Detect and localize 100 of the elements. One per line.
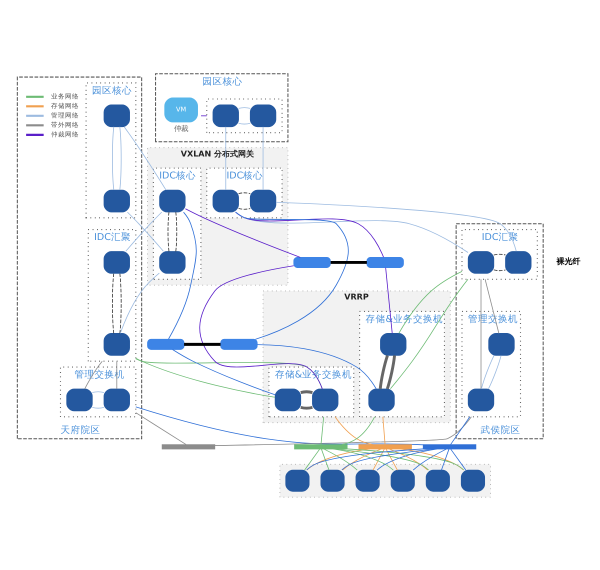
connector	[306, 448, 424, 470]
connector	[225, 126, 226, 190]
connector	[92, 390, 104, 392]
connector	[175, 211, 178, 252]
connector	[238, 106, 251, 108]
connector	[262, 126, 264, 190]
connector	[441, 448, 450, 470]
connector	[119, 126, 122, 190]
connector	[168, 211, 170, 252]
connector	[386, 354, 396, 389]
connector	[388, 448, 428, 470]
connector	[300, 390, 313, 394]
connector	[400, 448, 464, 470]
node-box	[104, 388, 130, 411]
node-box	[356, 469, 380, 492]
connector	[386, 448, 398, 470]
connector	[493, 253, 506, 255]
connector	[346, 448, 464, 470]
node-bar	[422, 444, 476, 449]
node-bar	[294, 444, 348, 449]
connector	[324, 448, 358, 470]
cluster: IDC核心	[206, 167, 283, 218]
connector	[276, 201, 517, 252]
node-label: 仲裁	[174, 124, 188, 133]
cluster: 园区核心	[86, 82, 136, 218]
connector	[135, 406, 424, 445]
connector	[372, 448, 385, 470]
node-box	[104, 189, 130, 212]
node-box	[460, 469, 486, 492]
connector	[124, 126, 166, 190]
node-box	[312, 388, 338, 411]
connector	[185, 208, 301, 258]
connector	[390, 278, 468, 389]
node-box	[104, 332, 130, 356]
node-box	[250, 104, 276, 127]
node-box	[488, 332, 515, 356]
node-box	[320, 469, 345, 492]
connector	[238, 208, 251, 210]
node-box	[426, 469, 450, 492]
connector	[238, 122, 251, 124]
node-box	[285, 469, 310, 492]
connector	[450, 416, 470, 444]
connector	[306, 448, 370, 470]
cluster	[279, 463, 491, 498]
connector	[238, 192, 251, 194]
node-box	[159, 250, 186, 274]
cluster: IDC汇聚	[461, 228, 538, 280]
node-box	[159, 189, 186, 212]
node-box	[212, 189, 239, 212]
connector	[135, 412, 187, 444]
connector	[481, 354, 494, 389]
connector	[321, 448, 330, 470]
connector	[135, 357, 276, 398]
node-box	[147, 338, 184, 350]
node-box	[468, 250, 494, 274]
node-box	[293, 256, 331, 268]
connector	[256, 344, 377, 389]
connector	[398, 270, 462, 334]
connector	[330, 260, 367, 264]
connector	[168, 211, 197, 339]
connector	[334, 416, 373, 444]
connector	[199, 264, 323, 389]
connector	[450, 448, 466, 470]
connector	[92, 406, 104, 408]
connector	[120, 272, 160, 334]
connector	[320, 416, 324, 444]
node-box	[220, 338, 258, 350]
connector	[378, 354, 389, 388]
cluster: IDC核心	[152, 167, 202, 280]
node-box	[390, 469, 415, 492]
connector	[385, 266, 393, 334]
connector	[480, 278, 482, 389]
connector	[488, 354, 502, 389]
node-box	[212, 104, 239, 127]
node-box	[66, 388, 93, 411]
node-box	[274, 388, 302, 411]
connector	[412, 448, 447, 470]
connector	[135, 358, 323, 389]
connector	[382, 416, 386, 444]
cluster: IDC汇聚	[88, 228, 136, 362]
connector	[304, 448, 320, 470]
connector	[112, 272, 114, 334]
connector	[300, 405, 313, 410]
connector	[184, 342, 220, 346]
connector	[235, 211, 384, 258]
connector	[112, 126, 114, 190]
node-box	[505, 250, 532, 274]
connector	[119, 272, 122, 334]
connector	[172, 348, 276, 395]
connector	[342, 416, 376, 444]
node-bar	[358, 444, 412, 449]
node-box	[380, 332, 406, 356]
node-box	[250, 189, 276, 212]
connector	[342, 448, 382, 470]
connector	[235, 211, 349, 340]
connector	[376, 448, 438, 470]
connector	[493, 268, 506, 271]
connector	[332, 448, 394, 470]
node-bar	[162, 444, 216, 449]
connector	[484, 278, 500, 334]
